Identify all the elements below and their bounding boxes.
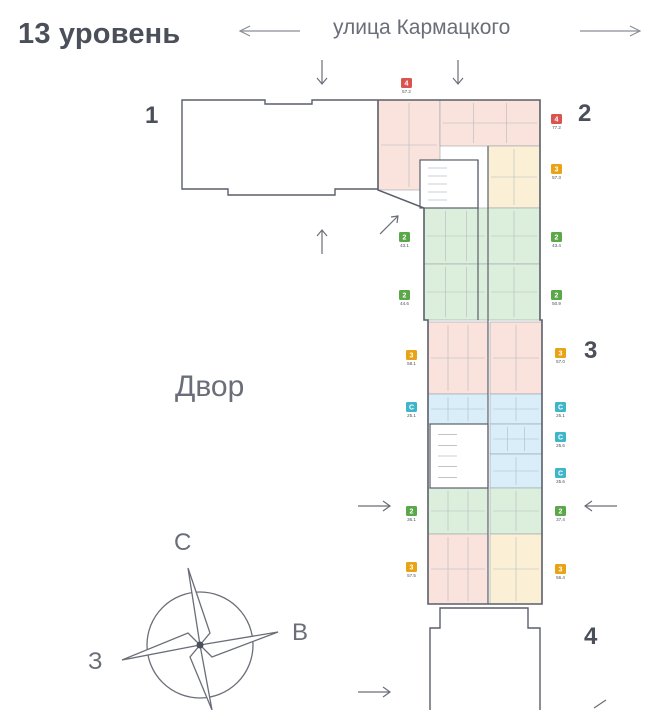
room-count-badge — [551, 114, 562, 124]
apartment-area-text: 57.3 — [552, 175, 561, 180]
room-count-text: 3 — [410, 565, 414, 572]
street-arrows — [238, 25, 642, 37]
yard-label: Двор — [175, 370, 245, 403]
room-count-badge — [406, 506, 417, 516]
section-4-label: 4 — [584, 623, 598, 650]
apartments-layer: 457.2477.2357.3243.1243.4244.6250.9358.1… — [377, 78, 566, 605]
apartment-area-text: 25.6 — [556, 479, 565, 484]
room-count-text: С — [558, 471, 563, 478]
room-count-badge — [555, 468, 566, 478]
compass-east-label: В — [292, 619, 309, 646]
compass-west-label: З — [88, 648, 103, 675]
room-count-text: 2 — [403, 293, 407, 300]
room-count-badge — [555, 564, 566, 574]
street-label: улица Кармацкого — [333, 16, 511, 39]
section-3-label: 3 — [584, 337, 598, 364]
compass-north-label: С — [174, 529, 192, 556]
apartment-area-text: 25.1 — [556, 413, 565, 418]
room-count-badge — [555, 432, 566, 442]
apartment-area-text: 58.1 — [407, 361, 416, 366]
room-count-text: 3 — [559, 351, 563, 358]
apartment-area-text: 37.4 — [556, 517, 565, 522]
room-count-text: С — [558, 405, 563, 412]
apartment-area-text: 56.4 — [556, 575, 565, 580]
apartment-area-text: 44.6 — [400, 301, 409, 306]
apartment-area-text: 57.0 — [556, 359, 565, 364]
section-4-building — [429, 607, 541, 710]
room-count-badge — [551, 290, 562, 300]
room-count-text: 2 — [555, 235, 559, 242]
section-2-3-outline — [377, 99, 543, 605]
room-count-text: 2 — [555, 293, 559, 300]
apartment-area-text: 43.4 — [552, 243, 561, 248]
room-count-badge — [401, 78, 412, 88]
room-count-text: 3 — [410, 353, 414, 360]
room-count-text: 2 — [559, 509, 563, 516]
apartment-area-text: 25.6 — [556, 443, 565, 448]
room-count-badge — [406, 350, 417, 360]
room-count-badge — [399, 232, 410, 242]
room-count-badge — [555, 402, 566, 412]
room-count-badge — [399, 290, 410, 300]
room-count-text: 3 — [555, 167, 559, 174]
room-count-text: 2 — [403, 235, 407, 242]
apartment-area-text: 50.9 — [552, 301, 561, 306]
room-count-badge — [555, 348, 566, 358]
room-count-badge — [406, 402, 417, 412]
level-title: 13 уровень — [18, 18, 181, 50]
room-count-text: 2 — [410, 509, 414, 516]
room-count-badge — [551, 164, 562, 174]
apartment-area-text: 36.1 — [407, 517, 416, 522]
room-count-text: 4 — [405, 81, 409, 88]
room-count-badge — [406, 562, 417, 572]
section-2-label: 2 — [578, 100, 592, 127]
room-count-badge — [555, 506, 566, 516]
room-count-text: С — [558, 435, 563, 442]
room-count-text: 3 — [559, 567, 563, 574]
compass-rose — [121, 567, 279, 710]
apartment-area-text: 43.1 — [400, 243, 409, 248]
room-count-text: С — [409, 405, 414, 412]
apartment-area-text: 25.1 — [407, 413, 416, 418]
apartment-area-text: 57.2 — [402, 89, 411, 94]
section-1-label: 1 — [145, 102, 159, 129]
apartment-area-text: 57.5 — [407, 573, 416, 578]
room-count-text: 4 — [555, 117, 559, 124]
entrance-arrows — [316, 60, 617, 709]
section-1-building — [181, 99, 378, 196]
apartment-area-text: 77.2 — [552, 125, 561, 130]
room-count-badge — [551, 232, 562, 242]
